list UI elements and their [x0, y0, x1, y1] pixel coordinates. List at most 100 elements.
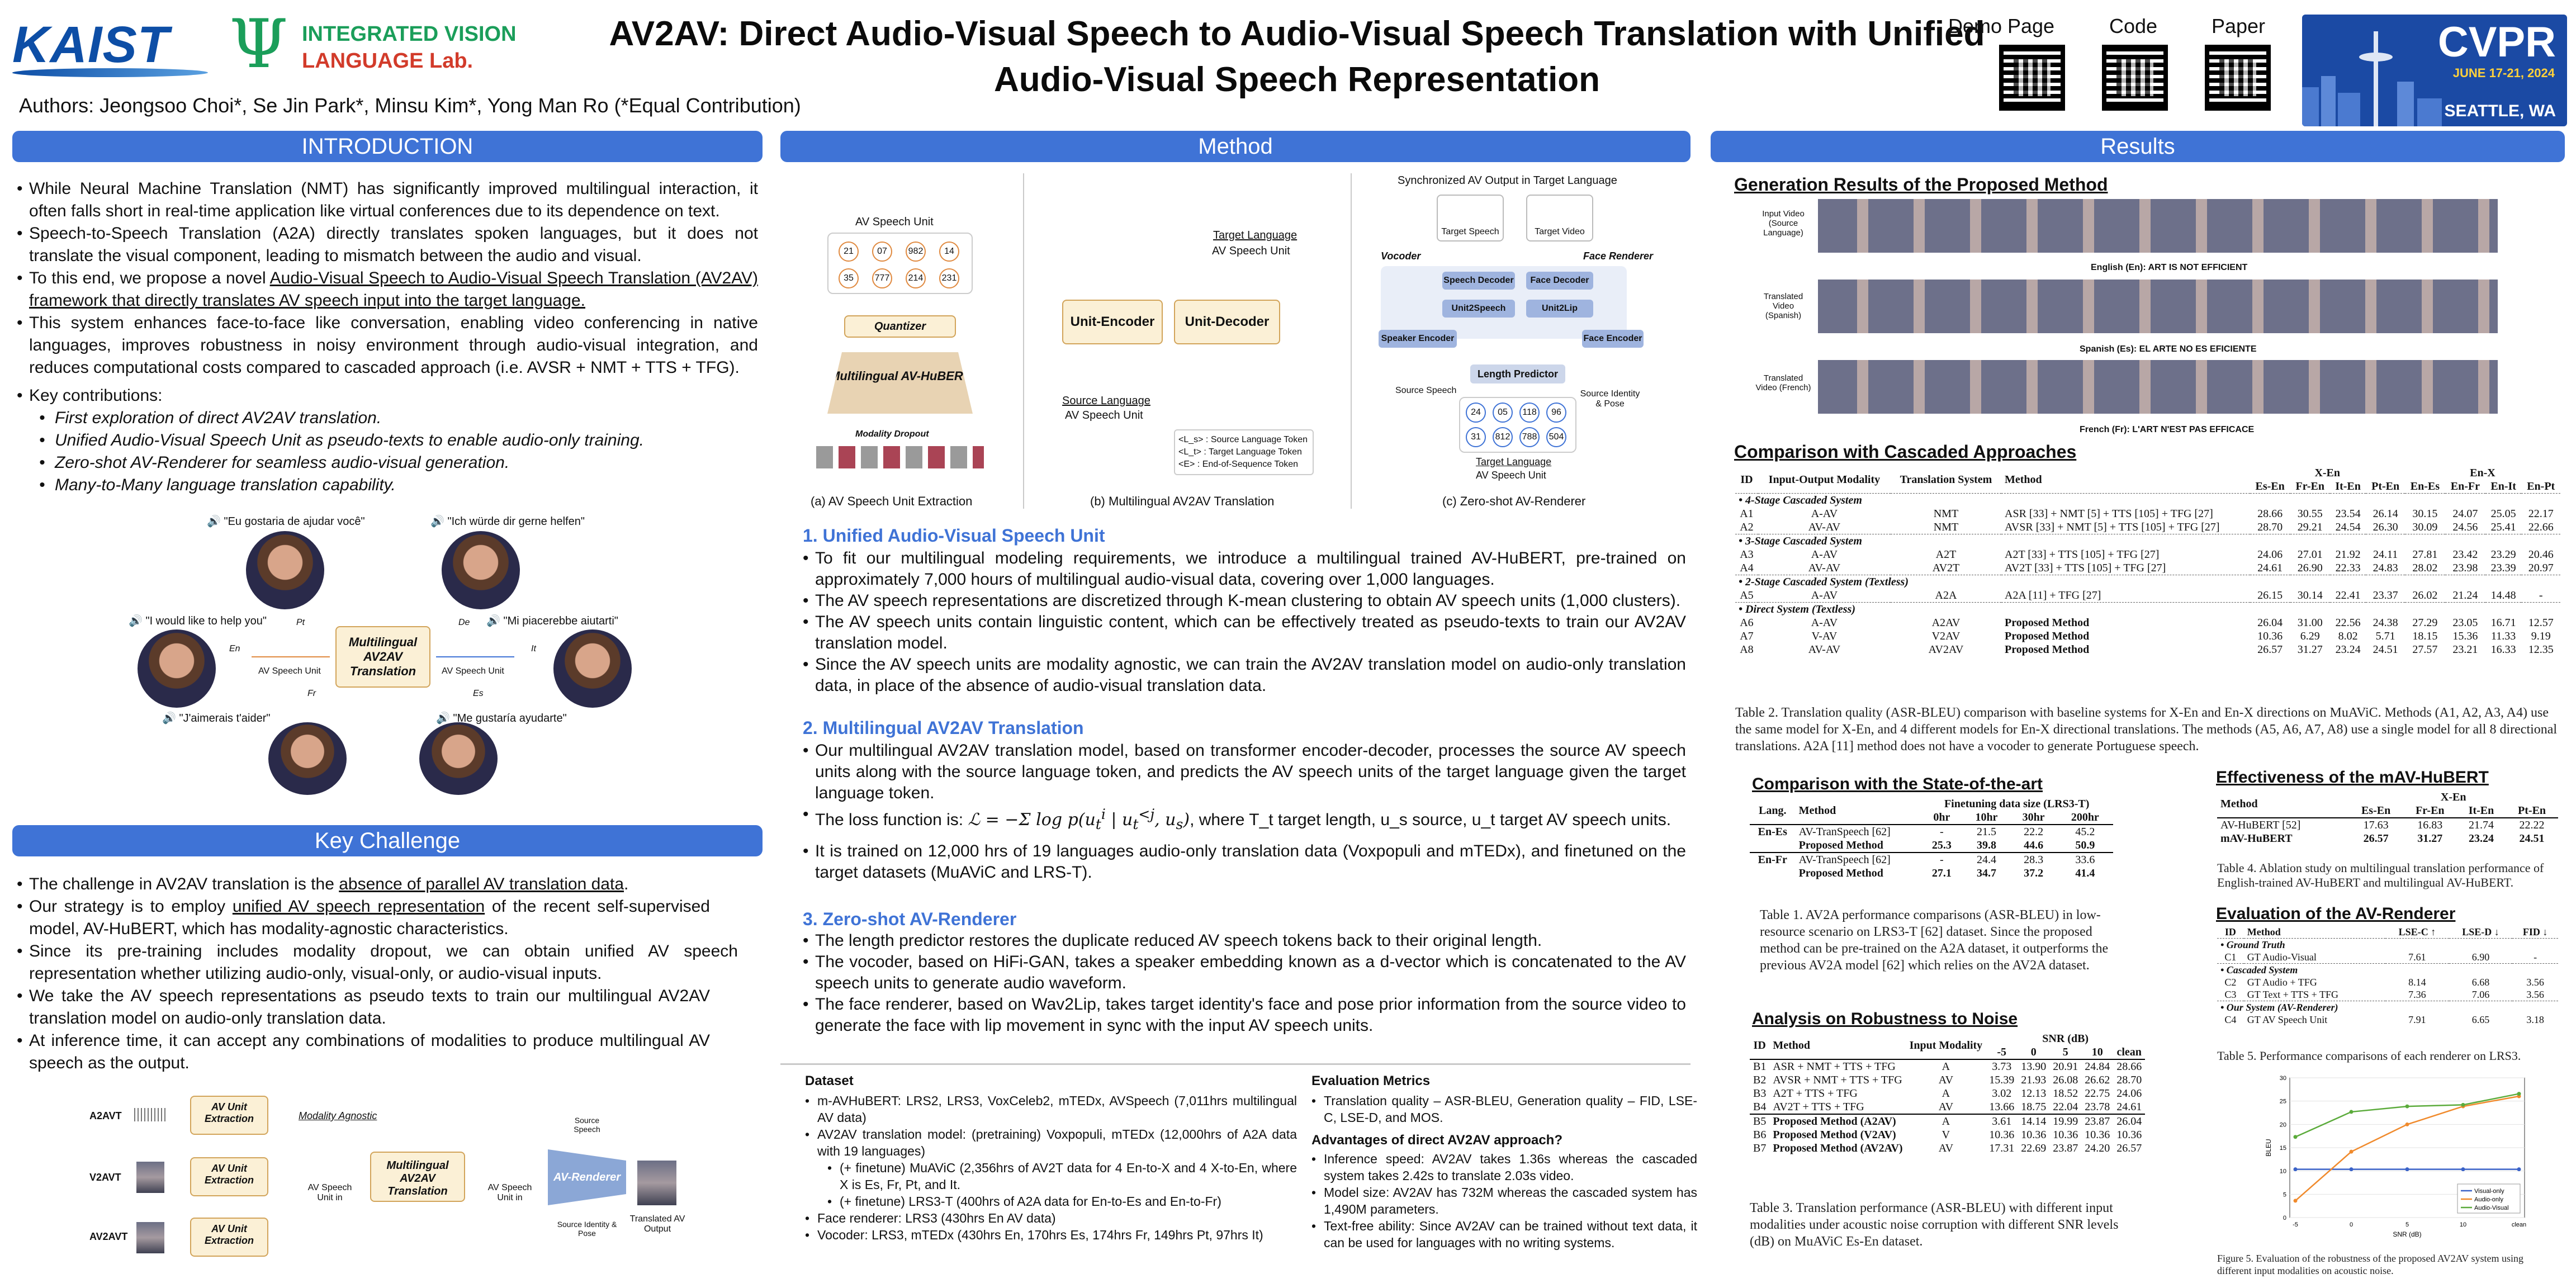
heading-renderer: 3. Zero-shot AV-Renderer [803, 909, 1017, 929]
table-cell: 23.05 [2452, 617, 2478, 629]
heading-translation: 2. Multilingual AV2AV Translation [803, 718, 1084, 738]
length-predictor-box: Length Predictor [1470, 364, 1565, 383]
table-cell: A5 [1740, 589, 1754, 602]
table-cell: 22.56 [2335, 617, 2361, 629]
table-cell: AV-TranSpeech [62] [1795, 824, 1921, 839]
table-cell: 26.57 [2363, 832, 2389, 845]
table-cell: AV2T [1932, 562, 1960, 574]
table-cell: 17.31 [1989, 1142, 2015, 1154]
table-cell: A [1906, 1059, 1986, 1073]
qr-paper-icon[interactable] [2205, 45, 2271, 111]
t3-subheader: clean [2116, 1046, 2142, 1058]
table-cell: Proposed Method (AV2AV) [1773, 1142, 1903, 1154]
table-cell: 30.09 [2412, 521, 2438, 533]
t3-subheader: 5 [2062, 1046, 2068, 1058]
target-unit-label: AV Speech Unit [1212, 245, 1290, 257]
table-cell: B5 [1750, 1114, 1770, 1128]
t3-header: Input Modality [1909, 1039, 1983, 1052]
cvpr-logo: CVPR JUNE 17-21, 2024 SEATTLE, WA [2302, 15, 2567, 126]
table-cell: B7 [1753, 1142, 1767, 1154]
table-cell: A2A [11] + TFG [27] [2005, 589, 2101, 602]
lang-en: En [229, 644, 240, 654]
table-cell: 14.14 [2018, 1114, 2050, 1128]
table-cell: En-Es [1750, 824, 1796, 839]
qr-code-icon[interactable] [2102, 45, 2168, 111]
table-cell: - [2534, 951, 2537, 963]
metrics-heading: Evaluation Metrics [1311, 1073, 1431, 1088]
table-cell: 21.24 [2452, 589, 2478, 602]
translated-output-label: Translated AV Output [629, 1214, 685, 1234]
t2-header: Translation System [1900, 473, 1992, 486]
data-point [2517, 1167, 2521, 1172]
table-cell: 27.57 [2412, 643, 2438, 656]
table-cell: 15.39 [1989, 1074, 2015, 1086]
table-cell: Proposed Method [1798, 839, 1883, 851]
video-frames-spanish [1818, 280, 2498, 333]
data-point [2461, 1167, 2465, 1172]
table-cell: 23.24 [2468, 832, 2494, 845]
table-cell: 13.90 [2018, 1059, 2050, 1073]
table-cell: AVSR [33] + NMT [5] + TTS [105] + TFG [2… [2005, 521, 2220, 533]
target-unit-grid [1459, 397, 1576, 453]
intro-bullet-1: While Neural Machine Translation (NMT) h… [17, 178, 758, 222]
extract-box-2: AV Unit Extraction [190, 1157, 268, 1196]
table-cell: mAV-HuBERT [2220, 832, 2293, 845]
table-cell: 30.14 [2297, 589, 2323, 602]
table-cell: 24.84 [2081, 1059, 2114, 1073]
speaker-face-pt [246, 531, 324, 609]
advantages-heading: Advantages of direct AV2AV approach? [1311, 1133, 1562, 1148]
table-cell: 16.83 [2403, 817, 2457, 832]
table-cell: B6 [1753, 1129, 1767, 1141]
table-cell: C1 [2224, 951, 2237, 963]
table-cell: 28.66 [2257, 508, 2283, 520]
table-cell: V [1942, 1129, 1950, 1141]
table-cell: A1 [1740, 508, 1754, 520]
table-cell: A-AV [1811, 508, 1838, 520]
table-cell: 14.48 [2490, 589, 2516, 602]
table-cell: 12.57 [2528, 617, 2554, 629]
table-cell [1750, 866, 1796, 880]
challenge-figure: A2AVT V2AVT AV2AVT AV Unit Extraction AV… [84, 1088, 710, 1278]
contribution-4: Many-to-Many language translation capabi… [39, 474, 758, 496]
contribution-1: First exploration of direct AV2AV transl… [39, 407, 758, 429]
table-cell: AV-AV [1808, 562, 1841, 574]
table-cell: 37.2 [2024, 867, 2044, 879]
table-cell: 28.70 [2257, 521, 2283, 533]
t5-header: Method [2247, 926, 2281, 937]
cvpr-city: SEATTLE, WA [2444, 102, 2556, 120]
table-cell: 24.06 [2257, 548, 2283, 561]
table-cell: 26.08 [2053, 1074, 2078, 1086]
t3-subheader: 10 [2091, 1046, 2103, 1058]
sync-output-label: Synchronized AV Output in Target Languag… [1398, 174, 1617, 187]
table-cell: 26.62 [2085, 1074, 2110, 1086]
source-unit-label: AV Speech Unit [1065, 409, 1143, 422]
qr-demo-icon[interactable] [1999, 45, 2065, 111]
contribution-3: Zero-shot AV-Renderer for seamless audio… [39, 452, 758, 474]
target-video-box: Target Video [1526, 195, 1593, 242]
table-cell: 20.46 [2528, 548, 2554, 561]
lang-it: It [531, 644, 536, 654]
lang-de: De [458, 618, 470, 627]
table-cell: 22.17 [2528, 508, 2554, 520]
table-cell: A [1906, 1114, 1986, 1128]
table-cell: 41.4 [2075, 867, 2095, 879]
table-cell: 10.36 [2116, 1129, 2142, 1141]
target-lang-label-c: Target Language [1476, 456, 1552, 467]
table-cell: 24.61 [2257, 562, 2283, 574]
table-cell: B2 [1753, 1074, 1767, 1086]
source-identity-label: Source Identity & Pose [557, 1220, 617, 1238]
unit-token: 05 [1493, 402, 1513, 423]
gen-row-label: Input Video (Source Language) [1762, 209, 1805, 238]
table-cell: 27.81 [2412, 548, 2438, 561]
t2-header: X-En [2314, 467, 2341, 479]
vocoder-label: Vocoder [1381, 250, 1421, 262]
contribution-2: Unified Audio-Visual Speech Unit as pseu… [39, 429, 758, 452]
extract-box-3: AV Unit Extraction [190, 1218, 268, 1257]
speaker-encoder-box: Speaker Encoder [1379, 330, 1457, 348]
challenge-center-box: Multilingual AV2AV Translation [370, 1152, 465, 1202]
